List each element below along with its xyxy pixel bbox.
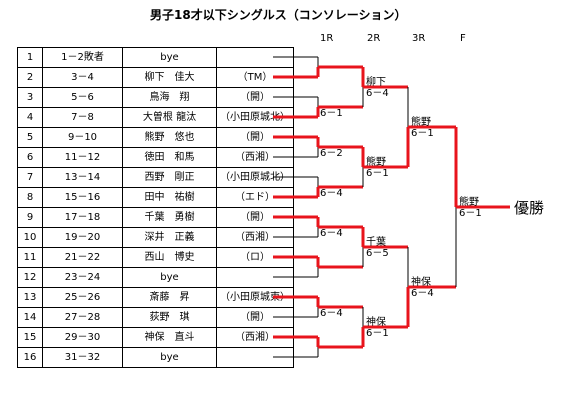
r2-score: 6－1 [366, 168, 389, 179]
player-number: 16 [17, 347, 43, 368]
r1-score: 6－4 [320, 228, 343, 239]
r3-score: 6－4 [411, 288, 434, 299]
r2-winner-name: 千葉 [366, 235, 386, 248]
round-header-1r: 1R [320, 33, 334, 44]
champion-label: 優勝 [514, 199, 544, 217]
page-title: 男子18才以下シングルス（コンソレーション） [150, 8, 407, 22]
r3-winner-name: 熊野 [411, 115, 431, 128]
r2-winner-name: 神保 [366, 315, 386, 328]
r2-winner-name: 熊野 [366, 155, 386, 168]
r1-score: 6－1 [320, 108, 343, 119]
r1-score: 6－4 [320, 188, 343, 199]
round-header-f: F [460, 33, 466, 44]
round-header-3r: 3R [412, 33, 426, 44]
r2-winner-name: 柳下 [366, 75, 386, 88]
r3-score: 6－1 [411, 128, 434, 139]
r1-score: 6－4 [320, 308, 343, 319]
r1-score: 6－2 [320, 148, 343, 159]
r2-score: 6－1 [366, 328, 389, 339]
r2-score: 6－5 [366, 248, 389, 259]
r3-winner-name: 神保 [411, 275, 431, 288]
final-score: 6－1 [459, 208, 482, 219]
r2-score: 6－4 [366, 88, 389, 99]
final-winner-name: 熊野 [459, 195, 479, 208]
round-header-2r: 2R [367, 33, 381, 44]
